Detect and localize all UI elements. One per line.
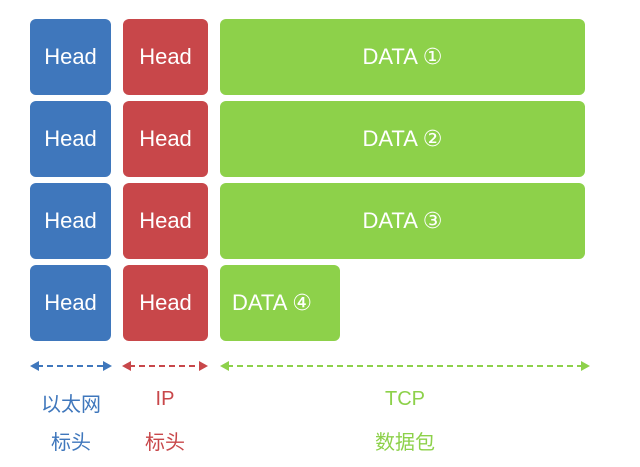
tcp-label-line2: 数据包 — [375, 432, 435, 454]
ip-span-arrow — [122, 361, 208, 371]
ethernet-head-text: Head — [44, 208, 97, 233]
ethernet-head-block-4: Head — [30, 265, 111, 341]
tcp-span-arrow — [220, 361, 590, 371]
ip-head-text: Head — [139, 126, 192, 151]
tcp-data-text: DATA ② — [362, 126, 443, 151]
ip-head-block-2: Head — [123, 101, 208, 177]
ip-head-text: Head — [139, 290, 192, 315]
tcp-data-block-3: DATA ③ — [220, 183, 585, 259]
ip-head-block-1: Head — [123, 19, 208, 95]
ip-head-text: Head — [139, 44, 192, 69]
ethernet-head-block-2: Head — [30, 101, 111, 177]
ethernet-head-text: Head — [44, 126, 97, 151]
tcp-label-line1: TCP — [385, 388, 425, 410]
tcp-data-text: DATA ④ — [232, 290, 313, 315]
tcp-data-text: DATA ③ — [362, 208, 443, 233]
ethernet-head-text: Head — [44, 44, 97, 69]
ip-head-block-3: Head — [123, 183, 208, 259]
ip-label-line1: IP — [155, 388, 175, 410]
ip-head-block-4: Head — [123, 265, 208, 341]
ethernet-head-text: Head — [44, 290, 97, 315]
tcp-data-block-2: DATA ② — [220, 101, 585, 177]
ip-label-line2: 标头 — [145, 432, 185, 454]
ethernet-head-block-3: Head — [30, 183, 111, 259]
tcp-data-block-4: DATA ④ — [220, 265, 340, 341]
ethernet-label-line2: 标头 — [51, 432, 91, 454]
ip-head-text: Head — [139, 208, 192, 233]
tcp-data-text: DATA ① — [362, 44, 443, 69]
ethernet-head-block-1: Head — [30, 19, 111, 95]
ethernet-label-line1: 以太网 — [41, 394, 101, 416]
tcp-data-block-1: DATA ① — [220, 19, 585, 95]
ethernet-span-arrow — [30, 361, 112, 371]
